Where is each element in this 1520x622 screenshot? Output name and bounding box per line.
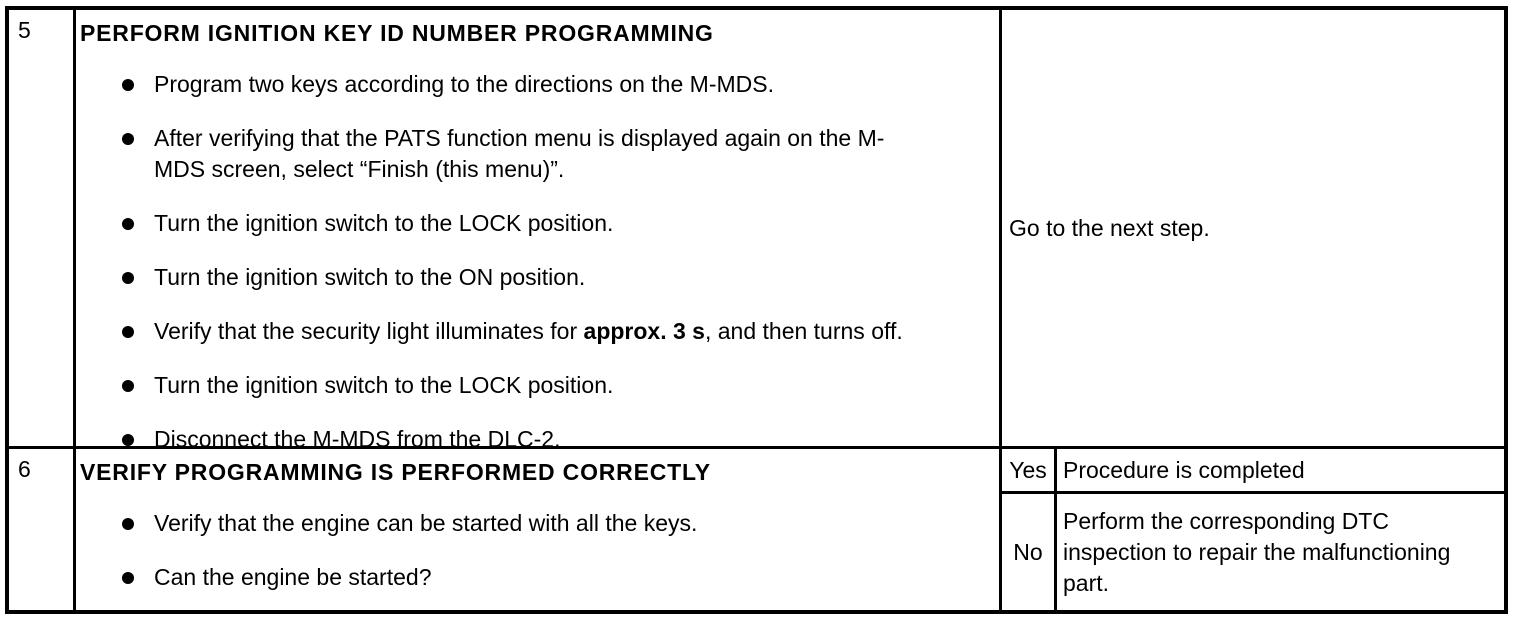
bullet-text: After verifying that the PATS function m… xyxy=(154,125,885,182)
step-number: 6 xyxy=(18,456,31,483)
bullet-icon xyxy=(122,518,134,531)
bullet-icon xyxy=(122,272,134,284)
list-item: Verify that the engine can be started wi… xyxy=(80,508,919,539)
step-number-cell: 6 xyxy=(9,449,76,610)
table-row-step-5: 5 PERFORM IGNITION KEY ID NUMBER PROGRAM… xyxy=(9,10,1504,450)
result-text: Go to the next step. xyxy=(1009,214,1210,241)
answer-cell: Yes xyxy=(1002,449,1057,492)
bullet-text: Turn the ignition switch to the LOCK pos… xyxy=(154,372,614,398)
bullet-text: Disconnect the M-MDS from the DLC-2. xyxy=(154,426,561,447)
list-item: After verifying that the PATS function m… xyxy=(80,123,919,185)
bullet-icon xyxy=(122,218,134,230)
bullet-text: Turn the ignition switch to the ON posit… xyxy=(154,264,586,290)
result-row-yes: Yes Procedure is completed xyxy=(1002,449,1504,495)
list-item: Program two keys according to the direct… xyxy=(80,69,919,100)
action-cell: PERFORM IGNITION KEY ID NUMBER PROGRAMMI… xyxy=(76,10,1002,447)
bullet-text: , and then turns off. xyxy=(704,318,903,344)
action-title: VERIFY PROGRAMMING IS PERFORMED CORRECTL… xyxy=(80,459,711,486)
step-number: 5 xyxy=(18,17,31,43)
action-title: PERFORM IGNITION KEY ID NUMBER PROGRAMMI… xyxy=(80,20,714,46)
result-cell: Yes Procedure is completed No Perform th… xyxy=(1002,449,1504,610)
answer-label: Yes xyxy=(1009,456,1047,483)
bullet-icon xyxy=(122,79,134,91)
action-cell: VERIFY PROGRAMMING IS PERFORMED CORRECTL… xyxy=(76,449,1002,610)
list-item: Turn the ignition switch to the ON posit… xyxy=(80,262,919,293)
answer-action-cell: Procedure is completed xyxy=(1057,449,1504,491)
bullet-text: Verify that the security light illuminat… xyxy=(154,318,584,344)
procedure-bullet-list: Program two keys according to the direct… xyxy=(80,69,999,446)
step-number-cell: 5 xyxy=(9,10,76,447)
list-item: Turn the ignition switch to the LOCK pos… xyxy=(80,208,919,239)
answer-cell: No xyxy=(1002,494,1057,610)
answer-action-cell: Perform the corresponding DTC inspection… xyxy=(1057,494,1504,610)
result-row-no: No Perform the corresponding DTC inspect… xyxy=(1002,494,1504,610)
bullet-icon xyxy=(122,326,134,338)
bullet-text-bold: approx. 3 s xyxy=(583,318,705,344)
answer-label: No xyxy=(1013,538,1043,565)
bullet-icon xyxy=(122,380,134,392)
bullet-text: Turn the ignition switch to the LOCK pos… xyxy=(154,210,614,236)
bullet-text: Program two keys according to the direct… xyxy=(154,71,774,97)
diagnostic-procedure-table: 5 PERFORM IGNITION KEY ID NUMBER PROGRAM… xyxy=(5,6,1508,614)
procedure-bullet-list: Verify that the engine can be started wi… xyxy=(80,508,999,593)
bullet-text: Verify that the engine can be started wi… xyxy=(154,510,698,537)
bullet-icon xyxy=(122,133,134,145)
bullet-text: Can the engine be started? xyxy=(154,564,432,591)
bullet-icon xyxy=(122,572,134,585)
answer-action-text: Perform the corresponding DTC inspection… xyxy=(1063,507,1451,596)
result-cell: Go to the next step. xyxy=(1002,10,1504,446)
list-item: Verify that the security light illuminat… xyxy=(80,316,919,347)
list-item: Can the engine be started? xyxy=(80,562,919,593)
list-item: Disconnect the M-MDS from the DLC-2. xyxy=(80,424,919,446)
answer-action-text: Procedure is completed xyxy=(1063,456,1305,483)
bullet-icon xyxy=(122,434,134,446)
table-row-step-6: 6 VERIFY PROGRAMMING IS PERFORMED CORREC… xyxy=(9,449,1504,610)
list-item: Turn the ignition switch to the LOCK pos… xyxy=(80,370,919,401)
